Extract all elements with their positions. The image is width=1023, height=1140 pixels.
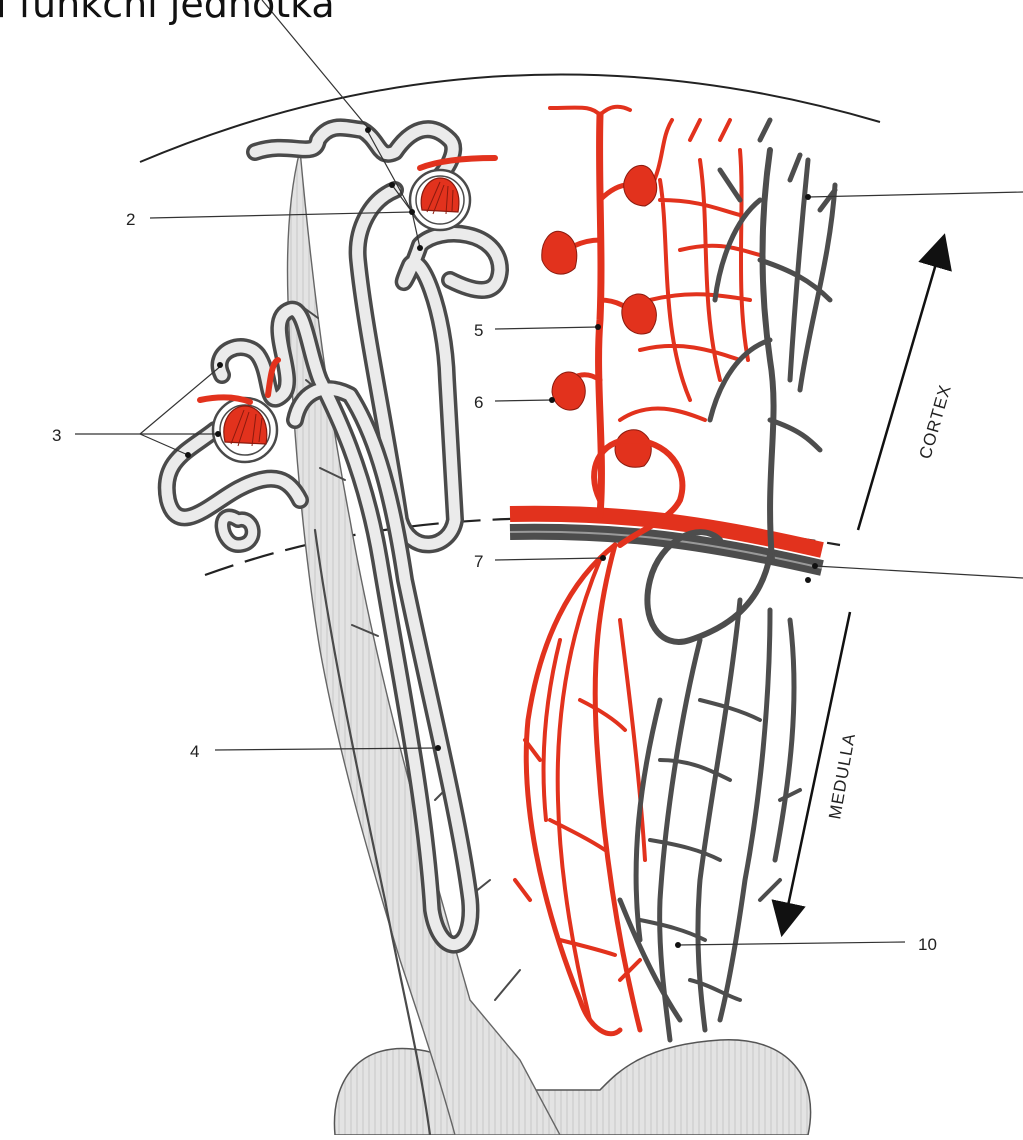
leader-lines — [75, 0, 1023, 945]
glomerulus-upper — [410, 170, 470, 230]
vasa-recta-arterial — [515, 545, 645, 1034]
arcuate-vessels — [510, 514, 822, 568]
label-3: 3 — [52, 426, 61, 445]
label-2: 2 — [126, 210, 135, 229]
label-4: 4 — [190, 742, 199, 761]
medulla-label: MEDULLA — [825, 731, 859, 820]
cortical-veins — [710, 120, 835, 560]
page-title: l funkční jednotka — [0, 0, 335, 26]
renal-papilla — [334, 1040, 810, 1135]
cortex-label: CORTEX — [916, 382, 955, 461]
label-5: 5 — [474, 321, 483, 340]
vasa-recta-venous — [620, 532, 800, 1040]
glomerulus-lower — [213, 398, 277, 462]
cortex-arrow — [858, 250, 940, 530]
label-7: 7 — [474, 552, 483, 571]
label-10: 10 — [918, 935, 937, 954]
label-6: 6 — [474, 393, 483, 412]
